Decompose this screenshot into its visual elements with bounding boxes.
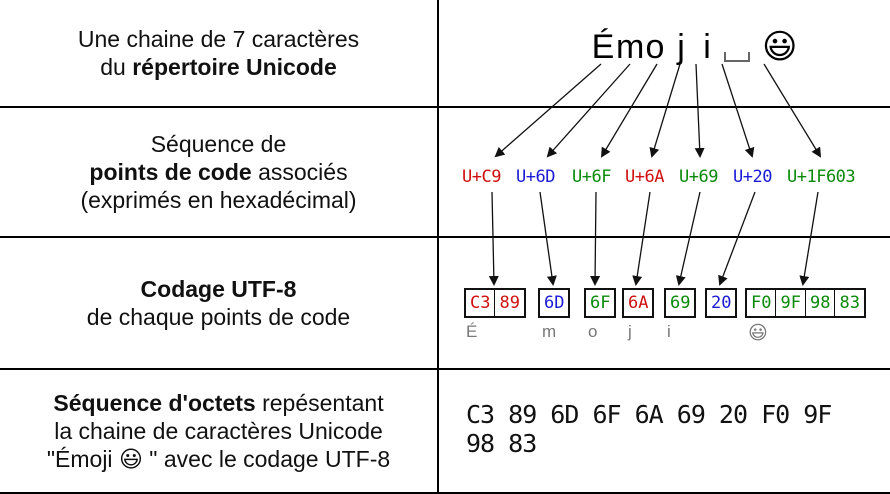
arrow-cp-2 <box>590 191 601 286</box>
row1-line2: du répertoire Unicode <box>100 53 336 81</box>
utf8-box-4: 69 <box>664 288 697 318</box>
utf8-byte: 6F <box>590 293 611 313</box>
row1-line1: Une chaine de 7 caractères <box>77 26 360 52</box>
arrow-char-4 <box>694 63 705 158</box>
utf8-glyph-0: É <box>466 322 478 341</box>
arrow-cp-1 <box>539 191 557 286</box>
arrow-cp-0 <box>488 191 499 286</box>
char-1: m <box>616 28 645 66</box>
arrow-char-3 <box>649 63 681 158</box>
row4-line3-prefix: "Émoji <box>46 446 119 472</box>
code-point-3: U+6A <box>625 167 664 187</box>
row4-line3-suffix: " avec le codage UTF-8 <box>142 446 391 472</box>
row1-label: Une chaine de 7 caractères du répertoire… <box>0 0 437 106</box>
row4-line3: "Émoji 😃 " avec le codage UTF-8 <box>47 445 390 473</box>
arrow-cp-4 <box>675 191 701 286</box>
code-point-0: U+C9 <box>462 167 501 187</box>
grinning-face-icon: 😃 <box>762 28 798 66</box>
char-3: j <box>677 28 685 66</box>
utf8-box-2: 6F <box>584 288 617 318</box>
utf8-glyph-2: o <box>588 322 598 341</box>
row1-line2-prefix: du <box>100 54 133 80</box>
row4-line1-bold: Séquence d'octets <box>53 390 256 416</box>
byte-sequence: C3 89 6D 6F 6A 69 20 F0 9F 98 83 <box>466 400 832 458</box>
row4-label: Séquence d'octets repésentant la chaine … <box>0 370 437 492</box>
row2-line1: Séquence de <box>150 131 287 157</box>
utf8-glyph-4: i <box>667 322 671 341</box>
code-point-6: U+1F603 <box>787 167 856 187</box>
grinning-face-icon: 😃 <box>748 323 768 344</box>
space-symbol-icon <box>724 48 750 62</box>
arrow-cp-5 <box>718 191 756 286</box>
row3-line1-bold: Codage UTF-8 <box>140 276 297 302</box>
char-2: o <box>645 28 665 66</box>
code-point-1: U+6D <box>516 167 555 187</box>
code-point-5: U+20 <box>733 167 772 187</box>
row4-line1-suffix: repésentant <box>255 390 384 416</box>
char-4: i <box>703 28 711 66</box>
utf8-byte: 69 <box>670 293 691 313</box>
grinning-face-icon: 😃 <box>118 446 143 472</box>
arrow-char-6 <box>763 63 822 158</box>
utf8-box-1: 6D <box>538 288 571 318</box>
utf8-byte: F0 <box>751 293 772 313</box>
utf8-glyph-1: m <box>542 322 557 341</box>
row-divider-1 <box>0 106 890 108</box>
row3-line1: Codage UTF-8 <box>141 275 297 303</box>
code-point-4: U+69 <box>679 167 718 187</box>
utf8-byte: 6D <box>544 293 565 313</box>
row2-line2: points de code associés <box>89 158 347 186</box>
arrow-char-5 <box>721 63 755 158</box>
utf8-byte: 6A <box>628 293 649 313</box>
arrow-cp-6 <box>799 191 819 286</box>
row2-label: Séquence de points de code associés (exp… <box>0 108 437 236</box>
utf8-byte: C3 <box>470 293 491 313</box>
row2-line2-bold: points de code <box>89 159 252 185</box>
character-string: É m o j i 😃 <box>590 22 798 72</box>
utf8-byte: 83 <box>834 290 863 316</box>
row2-line2-suffix: associés <box>251 159 348 185</box>
row-divider-3 <box>0 368 890 370</box>
code-point-2: U+6F <box>572 167 611 187</box>
arrow-char-2 <box>600 63 658 158</box>
utf8-byte: 89 <box>494 290 523 316</box>
row3-line2: de chaque points de code <box>86 304 351 330</box>
char-0: É <box>591 28 615 66</box>
utf8-box-3: 6A <box>622 288 655 318</box>
row4-line2: la chaine de caractères Unicode <box>54 418 383 444</box>
row-divider-2 <box>0 236 890 238</box>
column-divider <box>437 0 439 494</box>
utf8-box-5: 20 <box>705 288 738 318</box>
row3-label: Codage UTF-8 de chaque points de code <box>0 238 437 368</box>
utf8-byte: 20 <box>711 293 732 313</box>
arrow-char-1 <box>546 63 631 158</box>
arrow-cp-3 <box>632 191 651 286</box>
row2-line3: (exprimés en hexadécimal) <box>80 187 357 213</box>
row-divider-bottom <box>0 492 890 494</box>
arrow-char-0 <box>494 63 602 158</box>
utf8-byte: 9F <box>775 290 804 316</box>
row4-line1: Séquence d'octets repésentant <box>53 389 383 417</box>
row1-line2-bold: répertoire Unicode <box>132 54 337 80</box>
utf8-byte: 98 <box>804 290 834 316</box>
utf8-glyph-3: j <box>628 322 632 341</box>
